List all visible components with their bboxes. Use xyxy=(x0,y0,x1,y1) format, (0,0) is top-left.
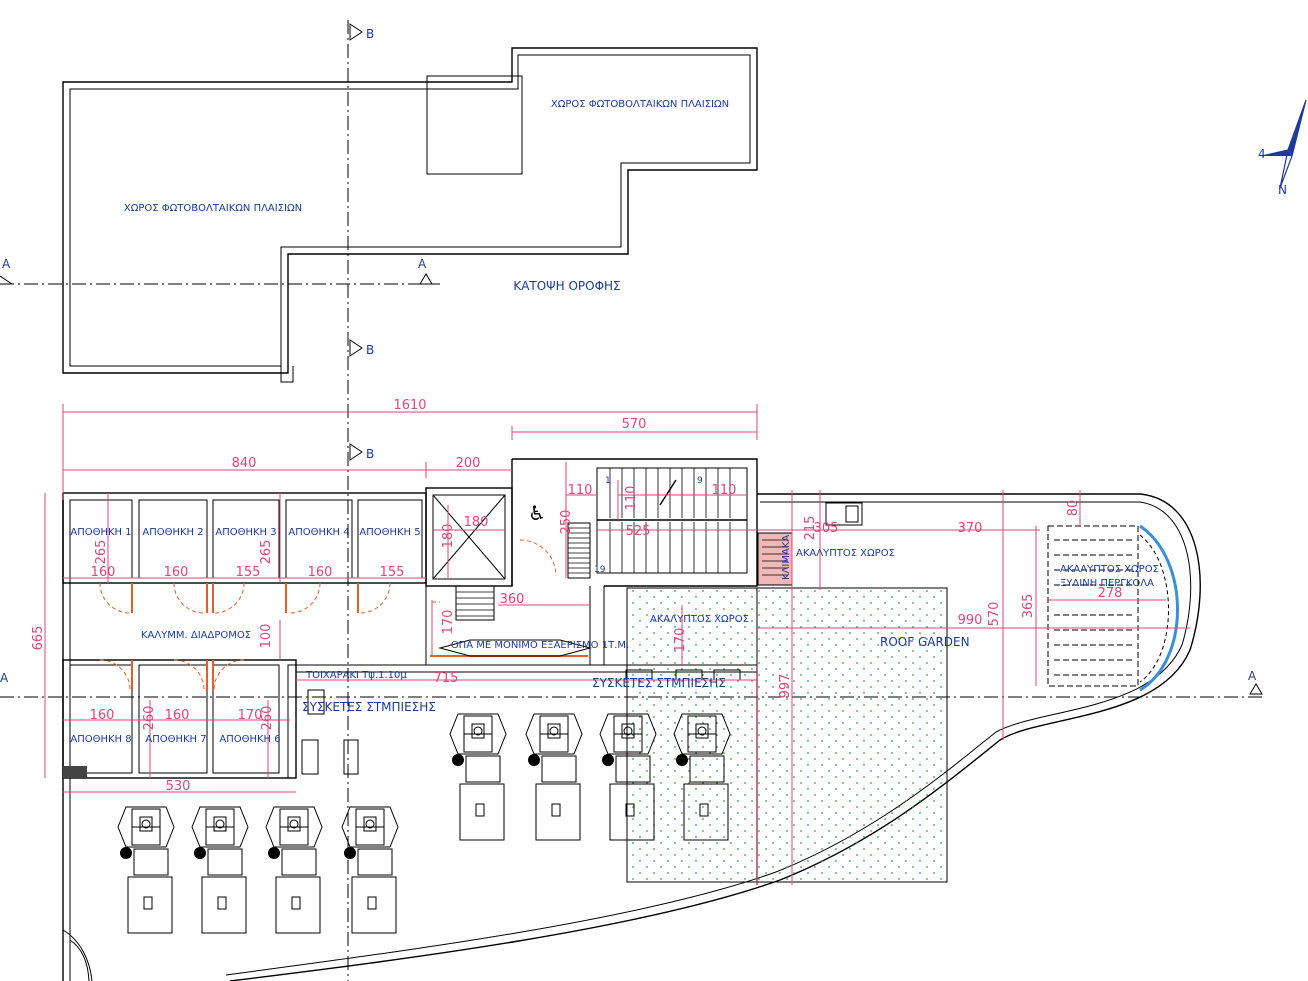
dim-260-b: 260 xyxy=(260,706,275,731)
dim-200: 200 xyxy=(456,456,481,471)
dim-1610: 1610 xyxy=(393,398,426,413)
dim-265-b: 265 xyxy=(259,540,274,565)
dim-365: 365 xyxy=(1021,594,1036,619)
room-roof-garden: ROOF GARDEN xyxy=(880,635,970,649)
dim-265-a: 265 xyxy=(94,540,109,565)
dim-278: 278 xyxy=(1098,586,1123,601)
stair-step-9: 9 xyxy=(697,476,703,486)
dim-160-b: 160 xyxy=(164,565,189,580)
section-marker-a-floor-left: A xyxy=(0,671,9,685)
room-storage-8: ΑΠΟΘΗΚΗ 8 xyxy=(70,734,131,745)
north-arrow-n: N xyxy=(1278,183,1287,197)
dim-360: 360 xyxy=(500,592,525,607)
dim-170-c: 170 xyxy=(673,628,688,653)
dim-525: 525 xyxy=(626,524,651,539)
section-marker-a-roof-left: A xyxy=(2,257,11,271)
dim-100: 100 xyxy=(259,624,274,649)
pergola xyxy=(1047,524,1179,692)
dimension-labels: 1610 570 840 200 665 265 265 160 160 155… xyxy=(31,398,1122,794)
room-storage-4: ΑΠΟΘΗΚΗ 4 xyxy=(288,527,349,538)
room-low-wall: ΤΟΙΧΑΡΑΚΙ Τψ.1.10μ xyxy=(305,670,407,681)
dim-305: 305 xyxy=(814,521,839,536)
room-pumps-right: ΣΥΣΚΕΤΕΣ ΣΤΜΠΙΕΣΗΣ xyxy=(592,676,726,690)
dim-665: 665 xyxy=(31,626,46,651)
accessibility-icon: ♿ xyxy=(528,501,546,525)
section-markers: A A B B B A A xyxy=(0,23,1263,695)
dim-260-a: 260 xyxy=(142,706,157,731)
section-marker-b-2: B xyxy=(366,343,374,357)
room-storage-7: ΑΠΟΘΗΚΗ 7 xyxy=(145,734,206,745)
room-storage-6: ΑΠΟΘΗΚΗ 6 xyxy=(219,734,280,745)
dim-370: 370 xyxy=(958,521,983,536)
dim-155-b: 155 xyxy=(380,565,405,580)
dim-110-c: 110 xyxy=(712,483,737,498)
dim-997: 997 xyxy=(778,674,793,699)
dim-180-b: 180 xyxy=(441,524,456,549)
room-open-space-1: ΑΚΑΛΥΠΤΟΣ ΧΩΡΟΣ xyxy=(650,614,749,625)
dim-250: 250 xyxy=(559,510,574,535)
room-stair-label: ΚΛΙΜΑΚΑ xyxy=(781,535,792,580)
dim-155-a: 155 xyxy=(236,565,261,580)
dim-160-e: 160 xyxy=(165,708,190,723)
dim-215: 215 xyxy=(803,516,818,541)
core: ♿ xyxy=(425,458,863,665)
room-storage-3: ΑΠΟΘΗΚΗ 3 xyxy=(215,527,276,538)
room-storage-2: ΑΠΟΘΗΚΗ 2 xyxy=(142,527,203,538)
roof-garden-area xyxy=(626,587,948,883)
room-pergola-1: ΑΚΑΛΥΠΤΟΣ ΧΩΡΟΣ xyxy=(1060,564,1159,575)
dim-180-a: 180 xyxy=(464,515,489,530)
north-arrow-icon: 4 N xyxy=(1258,99,1307,197)
room-pumps-left: ΣΥΣΚΕΤΕΣ ΣΤΜΠΙΕΣΗΣ xyxy=(302,700,436,714)
stair-step-19: 19 xyxy=(594,565,606,575)
pv-area-left-label: ΧΩΡΟΣ ΦΩΤΟΒΟΛΤΑΙΚΩΝ ΠΛΑΙΣΙΩΝ xyxy=(124,203,302,214)
north-arrow-w: 4 xyxy=(1258,147,1266,161)
stair-step-1: 1 xyxy=(605,476,611,486)
section-marker-a-floor-right: A xyxy=(1248,669,1257,683)
room-storage-5: ΑΠΟΘΗΚΗ 5 xyxy=(359,527,420,538)
dim-570-top: 570 xyxy=(622,417,647,432)
room-pergola-2: ΞΥΛΙΝΗ ΠΕΡΓΚΟΛΑ xyxy=(1060,578,1154,589)
dim-715: 715 xyxy=(434,671,459,686)
section-marker-b-1: B xyxy=(366,27,374,41)
roof-plan: ΧΩΡΟΣ ΦΩΤΟΒΟΛΤΑΙΚΩΝ ΠΛΑΙΣΙΩΝ ΧΩΡΟΣ ΦΩΤΟΒ… xyxy=(62,47,758,383)
doors xyxy=(99,539,588,691)
pv-area-right-label: ΧΩΡΟΣ ΦΩΤΟΒΟΛΤΑΙΚΩΝ ΠΛΑΙΣΙΩΝ xyxy=(551,99,729,110)
dim-160-a: 160 xyxy=(91,565,116,580)
dim-80: 80 xyxy=(1066,500,1081,517)
room-storage-1: ΑΠΟΘΗΚΗ 1 xyxy=(70,527,131,538)
dim-160-d: 160 xyxy=(90,708,115,723)
dim-170-a: 170 xyxy=(238,708,263,723)
section-marker-a-roof-right: A xyxy=(418,257,427,271)
dim-840: 840 xyxy=(232,456,257,471)
dimension-lines xyxy=(44,404,1190,885)
dim-530: 530 xyxy=(166,779,191,794)
section-marker-b-3: B xyxy=(366,447,374,461)
roof-plan-title: ΚΑΤΟΨΗ ΟΡΟΦΗΣ xyxy=(513,279,620,293)
dim-170-b: 170 xyxy=(441,610,456,635)
room-opening: ΟΠΑ ΜΕ ΜΟΝΙΜΟ ΕΞΑΕΡΙΣΜΟ 1Τ.Μ. xyxy=(451,640,629,651)
dim-990: 990 xyxy=(958,613,983,628)
dim-570-right: 570 xyxy=(987,602,1002,627)
room-open-space-2: ΑΚΑΛΥΠΤΟΣ ΧΩΡΟΣ xyxy=(796,548,895,559)
dim-110-b: 110 xyxy=(624,486,639,511)
dim-110-a: 110 xyxy=(568,483,593,498)
room-corridor: ΚΑΛΥΜΜ. ΔΙΑΔΡΟΜΟΣ xyxy=(141,630,251,641)
room-labels: ΑΠΟΘΗΚΗ 1 ΑΠΟΘΗΚΗ 2 ΑΠΟΘΗΚΗ 3 ΑΠΟΘΗΚΗ 4 … xyxy=(70,527,1159,745)
dim-160-c: 160 xyxy=(308,565,333,580)
